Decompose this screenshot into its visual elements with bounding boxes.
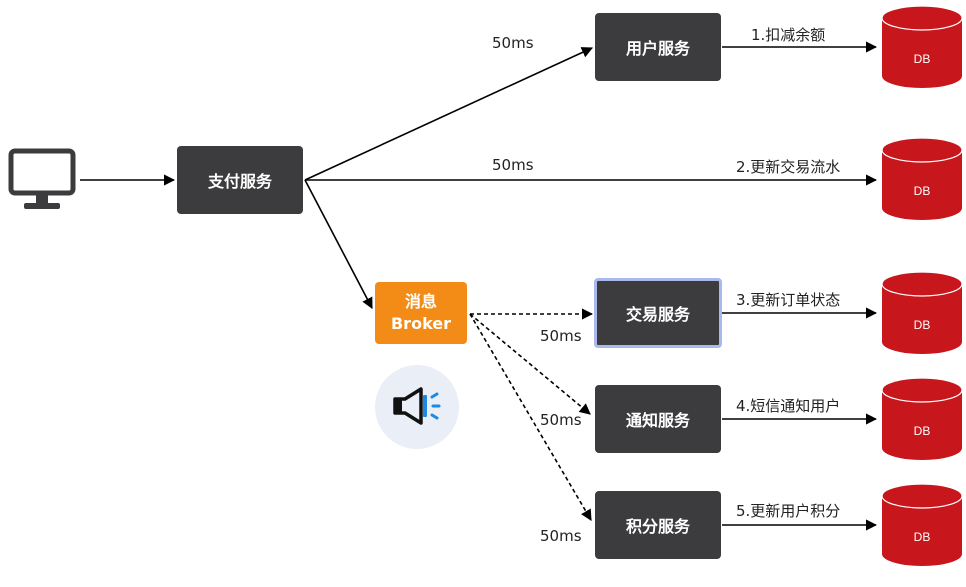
db-label: DB: [914, 530, 931, 544]
arrow-broker-to-notify: [469, 313, 591, 415]
user-service-label: 用户服务: [625, 39, 690, 58]
db-label: DB: [914, 52, 931, 66]
step-label-5: 5.更新用户积分: [736, 502, 841, 520]
step-label-1: 1.扣减余额: [751, 26, 826, 44]
points-service-label: 积分服务: [625, 517, 690, 536]
message-broker-node: 消息 Broker: [375, 282, 467, 344]
notify-service-label: 通知服务: [625, 411, 690, 430]
arrow-payment-to-broker: [304, 179, 373, 309]
arrow-broker-to-points: [469, 313, 592, 521]
trade-service-label: 交易服务: [625, 305, 690, 324]
db-label: DB: [914, 424, 931, 438]
latency-label-trade: 50ms: [540, 327, 582, 345]
user-service-node: 用户服务: [595, 13, 721, 81]
latency-label-notify: 50ms: [540, 411, 582, 429]
broker-label-line2: Broker: [390, 314, 452, 333]
database-icon: DB: [881, 5, 963, 88]
database-icon: DB: [881, 483, 963, 566]
db-label: DB: [914, 318, 931, 332]
step-label-4: 4.短信通知用户: [736, 397, 841, 415]
trade-service-node: 交易服务: [594, 278, 722, 348]
arrow-payment-to-user: [304, 47, 594, 181]
megaphone-icon: [393, 387, 441, 425]
latency-label-flow: 50ms: [492, 156, 534, 174]
database-icon: DB: [881, 271, 963, 354]
broker-label-line1: 消息: [404, 292, 437, 311]
step-label-2: 2.更新交易流水: [736, 158, 841, 176]
database-icon: DB: [881, 137, 963, 220]
latency-label-points: 50ms: [540, 527, 582, 545]
payment-service-label: 支付服务: [207, 172, 272, 191]
payment-service-node: 支付服务: [177, 146, 303, 214]
monitor-icon: [8, 148, 76, 209]
latency-label-user: 50ms: [492, 34, 534, 52]
step-label-3: 3.更新订单状态: [736, 291, 841, 309]
notify-service-node: 通知服务: [595, 385, 721, 453]
points-service-node: 积分服务: [595, 491, 721, 559]
megaphone-badge: [375, 365, 459, 449]
database-icon: DB: [881, 377, 963, 460]
db-label: DB: [914, 184, 931, 198]
